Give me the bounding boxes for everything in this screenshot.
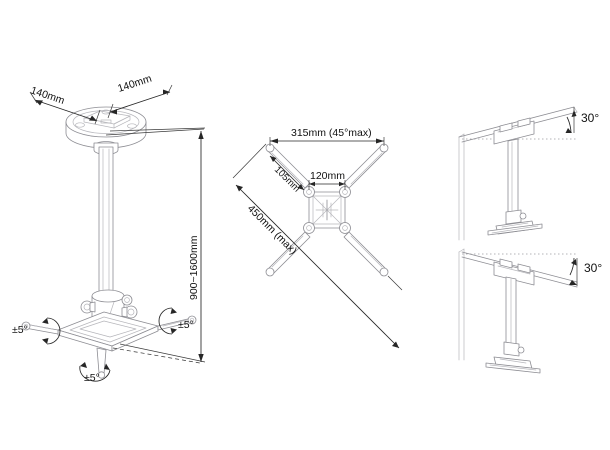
tilt-label-left: ±5° — [12, 324, 28, 336]
dimension-label-span-max: 315mm (45°max) — [291, 127, 372, 139]
tilt-label-right: ±5° — [178, 319, 194, 331]
dimension-label-diagonal-max: 450mm (max) — [245, 203, 299, 257]
dimension-label-hub-width: 120mm — [310, 170, 345, 182]
extension-pole — [98, 146, 114, 301]
sloped-ceiling-view-down: 30° — [458, 248, 602, 374]
sloped-ceiling-view-up: 30° — [458, 106, 599, 241]
tilt-label-front: ±5° — [84, 372, 100, 384]
dimension-pole-height: 900~1600mm — [109, 127, 206, 363]
leader-line-plate-top — [105, 128, 205, 136]
angle-label-sloped-up: 30° — [581, 111, 599, 125]
tilt-annotation-right: ±5° — [158, 307, 194, 335]
tilt-annotation-front: ±5° — [79, 362, 111, 384]
dimension-label-pole-height: 900~1600mm — [188, 235, 200, 300]
dimension-label-ceiling-right: 140mm — [116, 73, 153, 95]
leader-line-mount-plate — [112, 347, 201, 364]
angle-label-sloped-down: 30° — [584, 261, 602, 275]
tilt-annotation-left: ±5° — [12, 317, 61, 345]
dimension-label-ceiling-left: 140mm — [29, 84, 66, 107]
mount-plate-plan-view — [265, 143, 389, 277]
dimension-span-max: 315mm (45°max) — [269, 127, 385, 146]
dimension-hub-width: 120mm — [308, 170, 346, 190]
dimension-ceiling-plate-left: 140mm — [29, 84, 101, 125]
projector-mount-plate — [21, 301, 197, 379]
